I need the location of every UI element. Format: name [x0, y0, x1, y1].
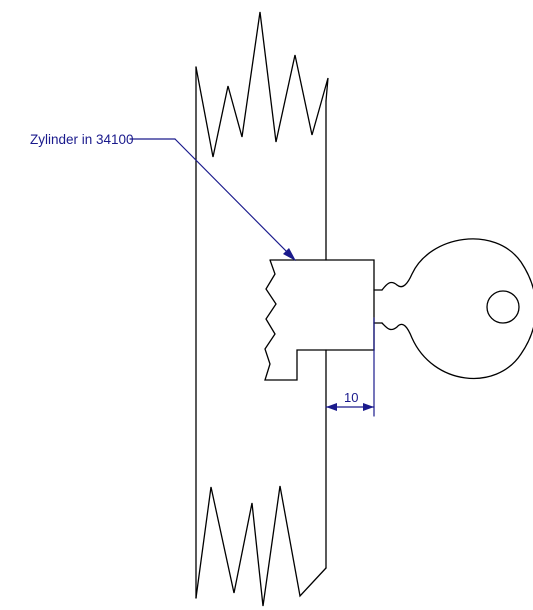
- dimension-arrowhead-right: [363, 403, 374, 411]
- door-bottom-break-line: [195, 485, 327, 607]
- key-bow: [381, 238, 533, 379]
- callout-label: Zylinder in 34100: [30, 132, 134, 147]
- key-bow-hole: [486, 290, 520, 324]
- callout-arrow-line: [174, 138, 294, 259]
- callout-arrowhead: [283, 248, 296, 261]
- dimension-arrowhead-left: [326, 403, 337, 411]
- key: [373, 238, 533, 379]
- callout-leader: [129, 138, 296, 261]
- lock-cylinder: [264, 259, 375, 381]
- door-top-break-line: [195, 11, 329, 158]
- door-leaf: [195, 11, 329, 607]
- dimension-projection: [325, 317, 375, 417]
- dimension-value: 10: [344, 390, 358, 405]
